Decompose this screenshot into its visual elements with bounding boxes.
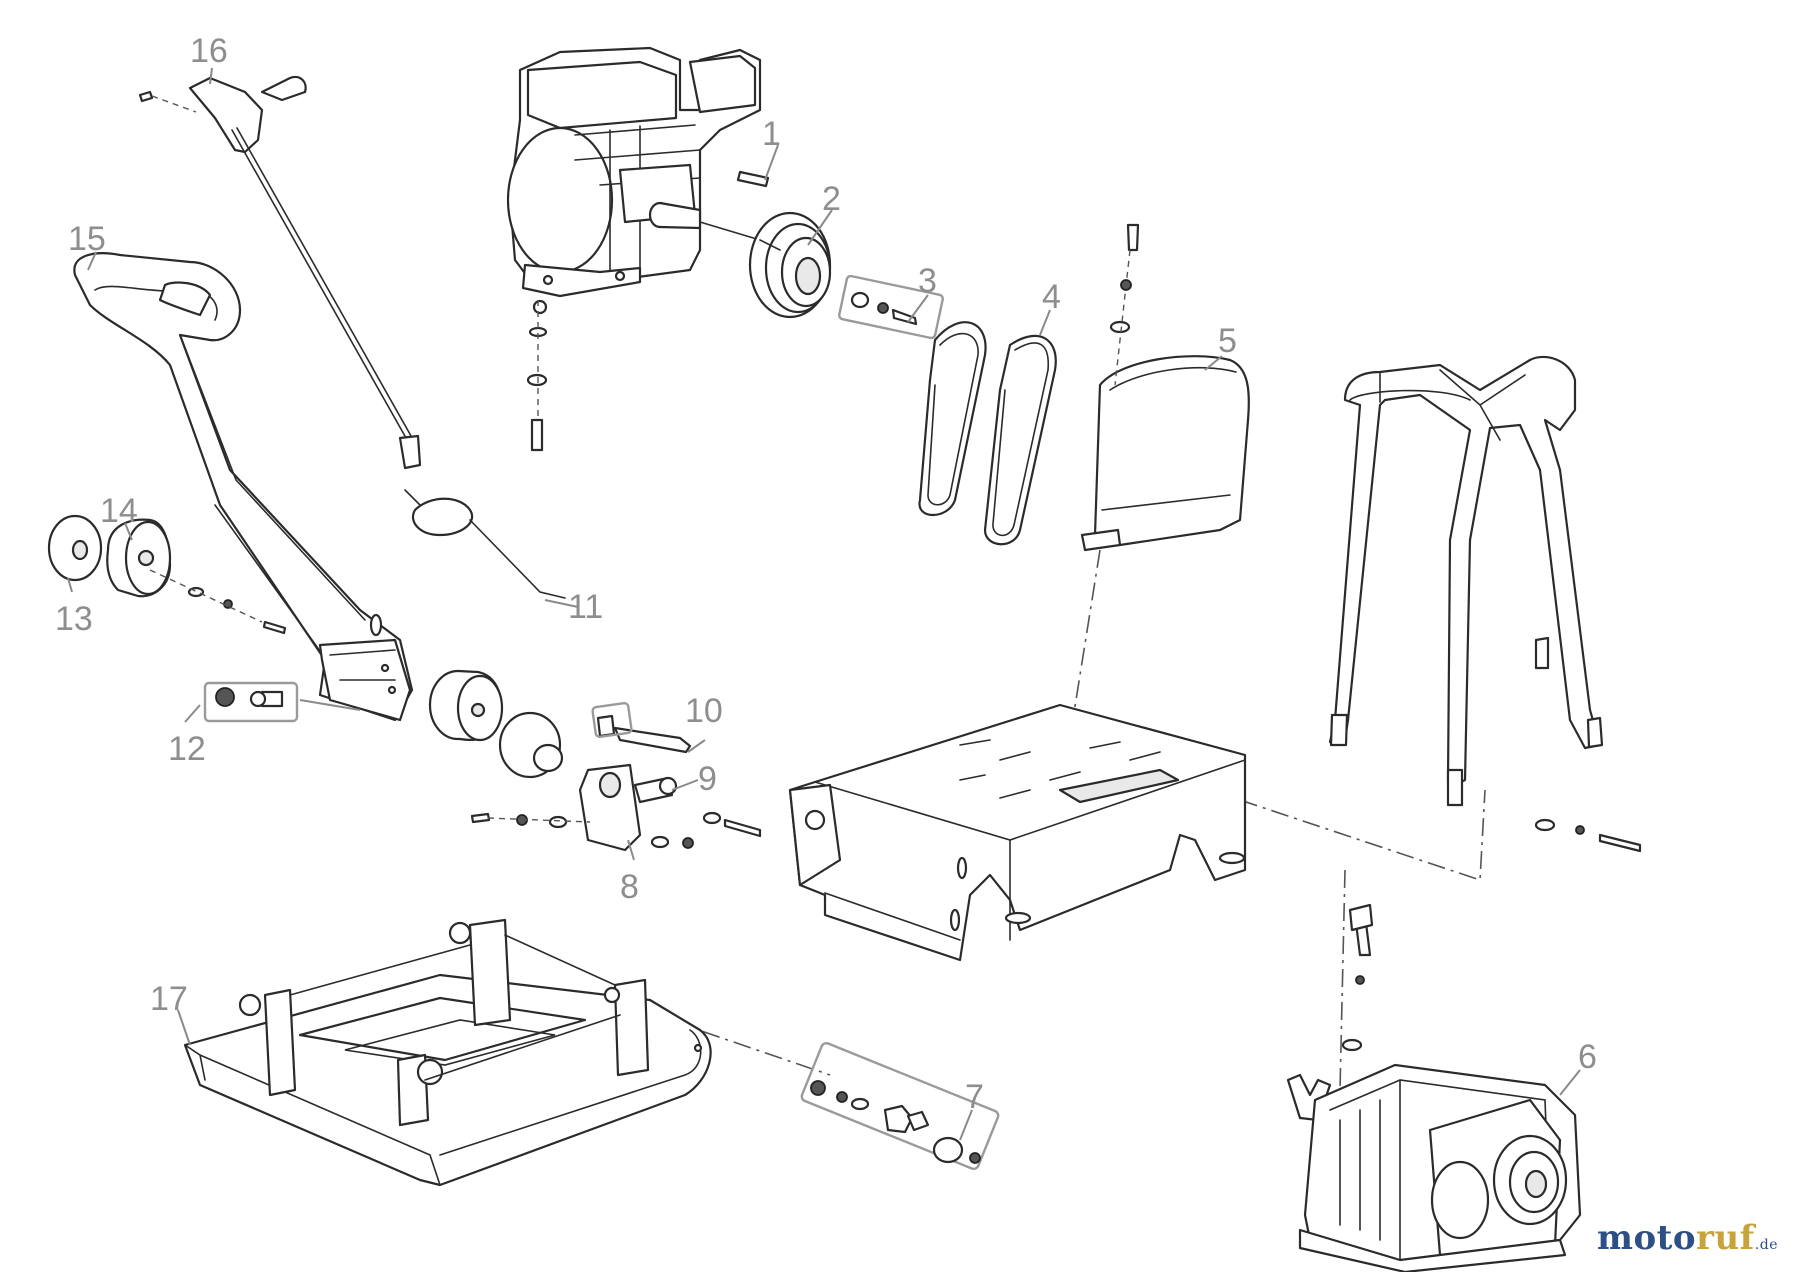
engine-pulley [748,211,832,319]
callout-17: 17 [150,980,188,1018]
callout-11: 11 [568,588,603,626]
callout-5: 5 [1218,322,1237,360]
shaft-key [736,170,770,188]
cable-clip [404,489,566,599]
watermark-part-a: moto [1596,1218,1697,1258]
exciter-assembly [1286,903,1582,1272]
callout-6: 6 [1578,1038,1597,1076]
callout-labels: 1 2 3 4 5 6 7 8 9 10 11 12 13 14 15 16 1… [55,32,1597,1116]
leader-lines [67,67,1581,1141]
vibration-base-plate [183,918,712,1187]
watermark-part-b: ruf [1696,1218,1755,1258]
callout-13: 13 [55,600,93,638]
callout-15: 15 [68,220,106,258]
callout-4: 4 [1042,278,1061,316]
shock-absorber-kit [800,1041,1000,1171]
callout-2: 2 [822,180,841,218]
handle-assembly [47,252,414,723]
callout-7: 7 [965,1078,984,1116]
callout-1: 1 [762,115,781,153]
callout-16: 16 [190,32,228,70]
callout-9: 9 [698,760,717,798]
engine-assembly [506,46,762,452]
alignment-line-frame [1239,789,1486,882]
v-belts [918,321,1057,546]
throttle-lever-and-rod [138,75,422,470]
rubber-mount-group [428,669,762,852]
protective-tube-frame [1328,355,1642,853]
callout-3: 3 [918,262,937,300]
callout-8: 8 [620,868,639,906]
watermark-part-c: .de [1754,1237,1778,1253]
belt-guard [1080,223,1250,552]
motoruf-watermark-logo: motoruf.de [1597,1218,1778,1258]
callout-10: 10 [685,692,723,730]
alignment-line-exciter [1339,869,1346,1091]
callout-12: 12 [168,730,206,768]
main-base-frame [788,703,1247,962]
callout-14: 14 [100,492,138,530]
